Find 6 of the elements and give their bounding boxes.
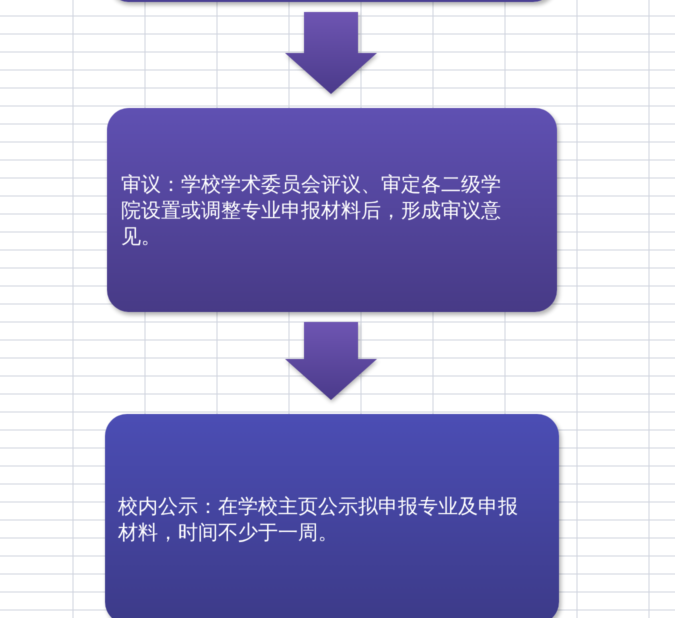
block-arrow: [285, 322, 377, 400]
block-arrow: [285, 12, 377, 94]
step-text: 校内公示：在学校主页公示拟申报专业及申报材料，时间不少于一周。: [118, 493, 519, 545]
process-box: [105, 414, 559, 618]
process-box: [107, 108, 557, 312]
step-text: 审议：学校学术委员会评议、审定各二级学院设置或调整专业申报材料后，形成审议意见。: [121, 171, 502, 249]
